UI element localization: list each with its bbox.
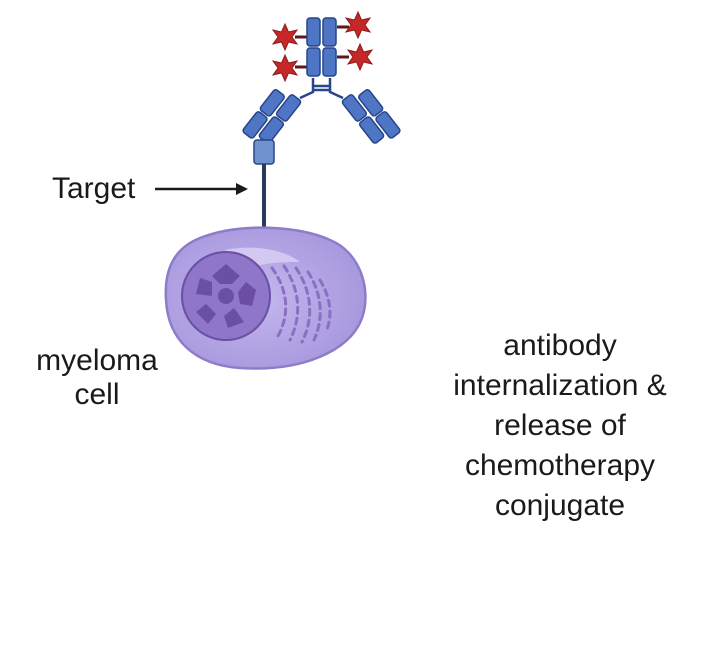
payload-star-icon xyxy=(272,11,373,82)
myeloma-cell-label: myeloma cell xyxy=(22,344,172,412)
target-arrow xyxy=(155,183,248,195)
process-line-1: antibody xyxy=(503,329,617,362)
target-label: Target xyxy=(52,172,136,205)
myeloma-cell-label-line2: cell xyxy=(74,378,120,411)
myeloma-cell-label-line1: myeloma xyxy=(36,344,158,377)
process-label: antibody internalization & release of ch… xyxy=(416,326,704,526)
process-line-5: conjugate xyxy=(494,489,626,522)
process-line-4: chemotherapy xyxy=(464,449,656,482)
target-receptor-block xyxy=(253,139,275,165)
process-line-2: internalization & xyxy=(453,369,667,402)
myeloma-cell-icon xyxy=(164,226,367,370)
process-line-3: release of xyxy=(494,409,626,442)
antibody-icon xyxy=(242,11,401,240)
